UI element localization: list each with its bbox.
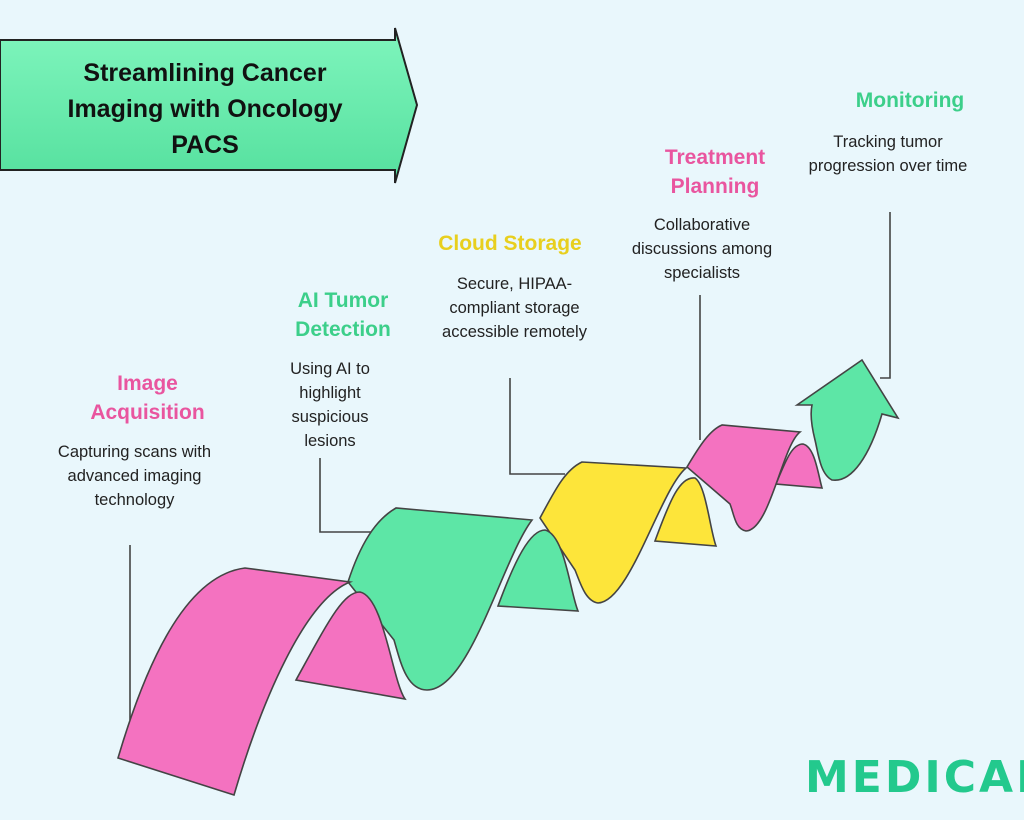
step-desc-treatment-planning: Collaborative discussions among speciali…: [631, 216, 773, 282]
step-desc-ai-tumor-detection: Using AI to highlight suspicious lesions: [290, 360, 370, 450]
step-desc-monitoring: Tracking tumor progression over time: [808, 133, 968, 175]
ribbon-flap-pink-1: [294, 591, 407, 701]
ribbon-pink-2: [685, 424, 803, 532]
ribbon-arrow-green: [794, 358, 900, 481]
step-title-treatment-planning: Treatment Planning: [664, 146, 766, 198]
ribbon-flap-pink-2: [774, 443, 824, 489]
page-title: Streamlining Cancer Imaging with Oncolog…: [67, 59, 343, 159]
step-title-monitoring: Monitoring: [855, 89, 965, 112]
medicai-logo: MEDICAI: [805, 752, 1024, 803]
title-arrow-banner: [0, 27, 419, 184]
ribbon-green: [347, 507, 534, 691]
step-desc-image-acquisition: Capturing scans with advanced imaging te…: [57, 443, 212, 509]
ribbon-flap-yellow: [653, 477, 718, 547]
ribbon-yellow: [539, 461, 689, 604]
step-title-image-acquisition: Image Acquisition: [90, 372, 205, 424]
leader-line-5: [880, 212, 891, 379]
step-title-cloud-storage: Cloud Storage: [438, 232, 582, 255]
ribbon-flap-green: [496, 529, 580, 612]
ribbon-pink-1: [117, 567, 354, 797]
leader-line-3: [509, 378, 565, 475]
step-desc-cloud-storage: Secure, HIPAA-compliant storage accessib…: [442, 275, 587, 341]
step-title-ai-tumor-detection: AI Tumor Detection: [295, 289, 391, 341]
leader-line-2: [319, 458, 378, 533]
